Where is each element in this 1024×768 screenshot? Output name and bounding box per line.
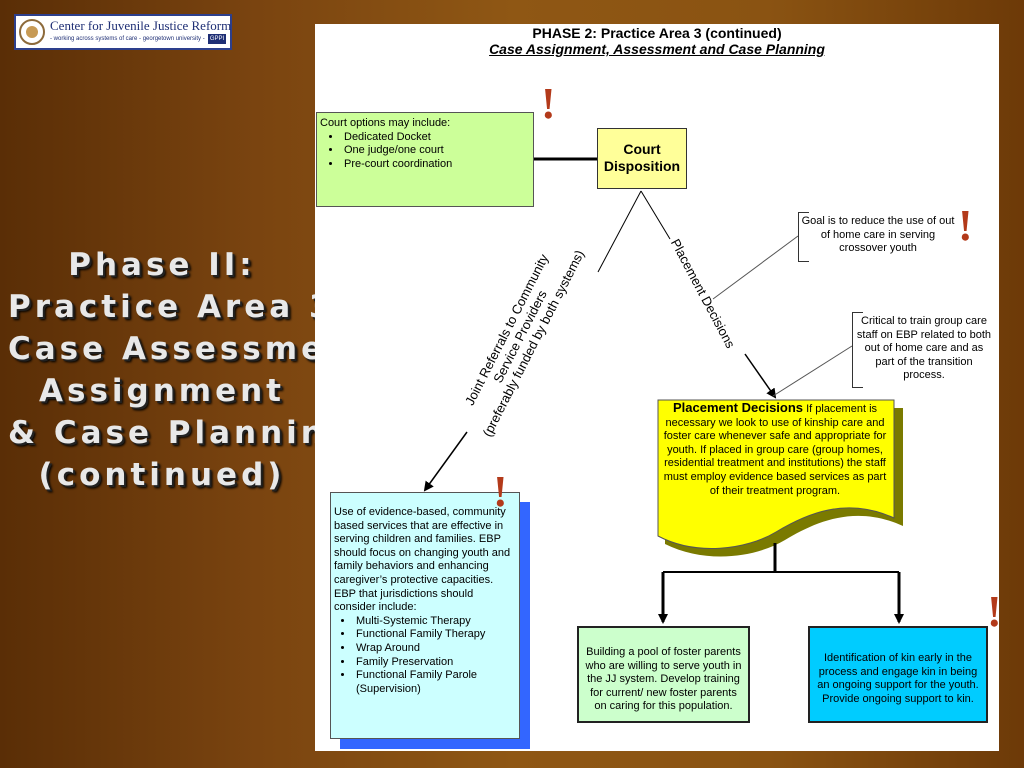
alert-icon: ! [493,467,508,516]
placement-body: If placement is necessary we look to use… [663,403,887,497]
goal-bracket [798,212,809,262]
ebp-item: Functional Family Parole (Supervision) [354,669,516,696]
foster-pool-box: Building a pool of foster parents who ar… [577,626,750,723]
slide-title-line: Assignment [39,373,285,409]
alert-icon: ! [987,587,1002,636]
university-seal-icon [19,19,45,45]
slide-title-line: Case Assessment, [8,331,387,367]
goal-note: Goal is to reduce the use of out of home… [801,215,955,254]
critical-note: Critical to train group care staff on EB… [856,315,992,381]
alert-icon: ! [958,201,973,250]
diagram-panel: PHASE 2: Practice Area 3 (continued) Cas… [315,24,1002,751]
kin-box: Identification of kin early in the proce… [808,626,988,723]
court-disposition-box: Court Disposition [597,128,687,189]
slide-title-line: (continued) [38,457,286,493]
court-disposition-line: Disposition [603,158,681,174]
slide-title-line: & Case Planning [8,415,354,451]
diagram-subtitle: Case Assignment, Assessment and Case Pla… [489,41,825,57]
ebp-item: Multi-Systemic Therapy [354,615,516,629]
ebp-item: Wrap Around [354,642,516,656]
logo-name: Center for Juvenile Justice Reform [50,18,232,33]
placement-heading: Placement Decisions [672,400,804,415]
court-option-item: Dedicated Docket [342,131,530,145]
connector-lines [423,157,904,624]
right-branch-arrow [744,353,777,399]
left-branch-line [597,190,642,273]
ebp-item: Functional Family Therapy [354,628,516,642]
diagram-title: PHASE 2: Practice Area 3 (continued) [532,25,782,41]
left-branch-arrow [423,431,468,492]
court-disposition-line: Court [623,141,661,157]
slide-title: Phase II: Practice Area 3 Case Assessmen… [8,244,387,496]
court-option-item: Pre-court coordination [342,158,530,172]
alert-icon: ! [541,79,556,128]
ebp-text: Use of evidence-based, community based s… [334,506,511,614]
court-options-heading: Court options may include: [320,117,451,129]
critical-bracket [852,312,863,388]
ebp-box: Use of evidence-based, community based s… [330,492,520,739]
ebp-item: Family Preservation [354,656,516,670]
slide-title-line: Practice Area 3 [8,289,335,325]
court-options-box: Court options may include: Dedicated Doc… [316,112,534,207]
placement-decisions-text: Placement Decisions If placement is nece… [660,401,890,498]
goal-callout [712,235,799,300]
placement-doc-shape [657,399,895,549]
cjjr-logo: Center for Juvenile Justice Reform - wor… [14,14,232,50]
slide-title-line: Phase II: [68,247,256,283]
right-branch-line [640,190,671,240]
logo-badge: GPPI [208,34,226,44]
critical-callout [772,345,853,397]
logo-tagline: - working across systems of care - georg… [50,36,205,42]
court-option-item: One judge/one court [342,144,530,158]
